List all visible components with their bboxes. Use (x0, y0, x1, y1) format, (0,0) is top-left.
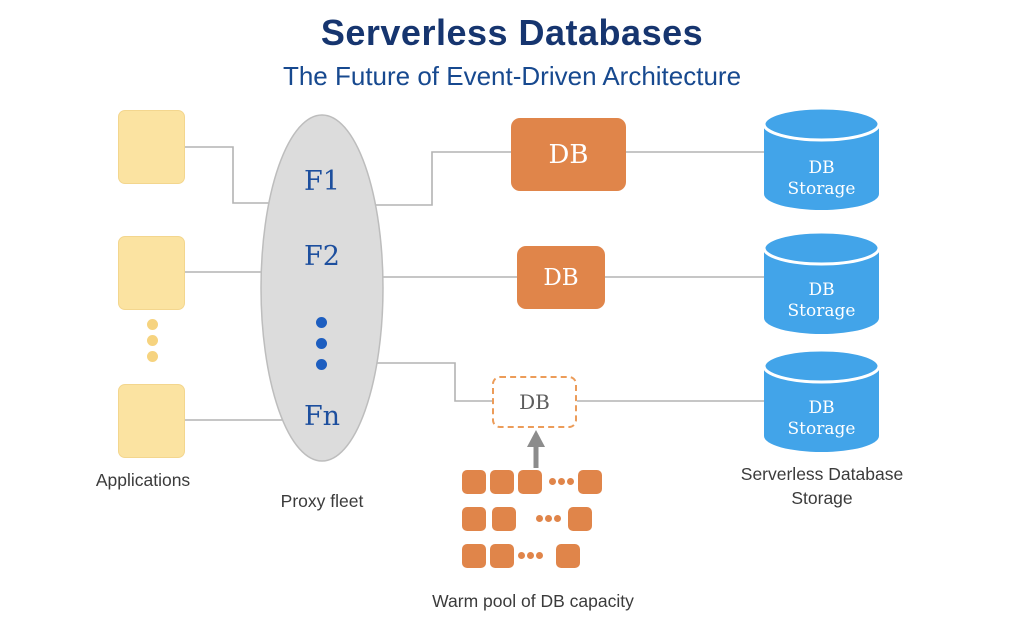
warm-pool-ellipsis-dot (518, 552, 525, 559)
proxy-fleet-label: Proxy fleet (280, 491, 364, 511)
proxy-ellipsis-dot (316, 317, 327, 328)
warm-pool-square (568, 507, 592, 531)
storage-label-line2: Storage (787, 419, 856, 439)
storage-cylinder-1 (762, 106, 881, 210)
cylinder-top (762, 106, 881, 142)
proxy-function-f2: F2 (304, 241, 340, 272)
warm-pool-ellipsis-dot (558, 478, 565, 485)
warm-pool-ellipsis-dot (536, 515, 543, 522)
warm-pool-square (578, 470, 602, 494)
connector-lines (185, 146, 764, 421)
proxy-function-f1: F1 (304, 166, 340, 197)
connector-proxy-warmdb (372, 362, 492, 402)
warm-pool-square (490, 470, 514, 494)
warm-pool-label: Warm pool of DB capacity (432, 591, 634, 611)
application-node-3 (118, 384, 185, 458)
storage-label-line1: DB (808, 280, 835, 300)
application-ellipsis-dot (147, 319, 158, 330)
cylinder-top (762, 230, 881, 266)
storage-label-line1: DB (808, 398, 835, 418)
cylinder-bottom (764, 302, 879, 334)
warm-pool-square (556, 544, 580, 568)
cylinder-bottom (764, 178, 879, 210)
storage-label-line2: Storage (787, 301, 856, 321)
proxy-function-fn: Fn (303, 401, 341, 432)
connector-proxy-db1 (370, 151, 511, 206)
cylinder-bottom (764, 420, 879, 452)
cylinder-top (762, 348, 881, 384)
storage-cylinder-3-label: DB Storage (764, 398, 879, 440)
proxy-fleet-ellipse (260, 114, 384, 462)
warm-pool-ellipsis-dot (545, 515, 552, 522)
storage-cylinder-1-label: DB Storage (764, 158, 879, 200)
db-instance-1: DB (511, 118, 626, 191)
warm-pool-square (462, 507, 486, 531)
warm-pool-arrow-icon (527, 430, 545, 468)
warm-pool-ellipsis-dot (527, 552, 534, 559)
storage-cylinder-3 (762, 348, 881, 452)
warm-pool-square (492, 507, 516, 531)
applications-label: Applications (95, 470, 191, 490)
storage-label-line2: Storage (787, 179, 856, 199)
warm-pool-square (462, 544, 486, 568)
proxy-ellipsis-dot (316, 359, 327, 370)
warm-pool-ellipsis-dot (554, 515, 561, 522)
warm-pool-ellipsis-dot (536, 552, 543, 559)
storage-cylinder-2-label: DB Storage (764, 280, 879, 322)
proxy-ellipsis-dot (316, 338, 327, 349)
connector-app1-proxy (185, 146, 273, 204)
application-node-1 (118, 110, 185, 184)
storage-cylinder-2 (762, 230, 881, 334)
page-title: Serverless Databases (320, 12, 704, 53)
application-node-2 (118, 236, 185, 310)
serverless-storage-caption: Serverless Database Storage (740, 464, 904, 508)
warm-pool-square (518, 470, 542, 494)
warm-pool-square (462, 470, 486, 494)
page-subtitle: The Future of Event-Driven Architecture (282, 61, 742, 91)
application-ellipsis-dot (147, 335, 158, 346)
storage-label-line1: DB (808, 158, 835, 178)
application-ellipsis-dot (147, 351, 158, 362)
warm-pool-ellipsis-dot (549, 478, 556, 485)
arrow-head (527, 430, 545, 447)
warm-pool-ellipsis-dot (567, 478, 574, 485)
warm-pool-square (490, 544, 514, 568)
db-instance-2: DB (517, 246, 605, 309)
db-instance-warm: DB (492, 376, 577, 428)
